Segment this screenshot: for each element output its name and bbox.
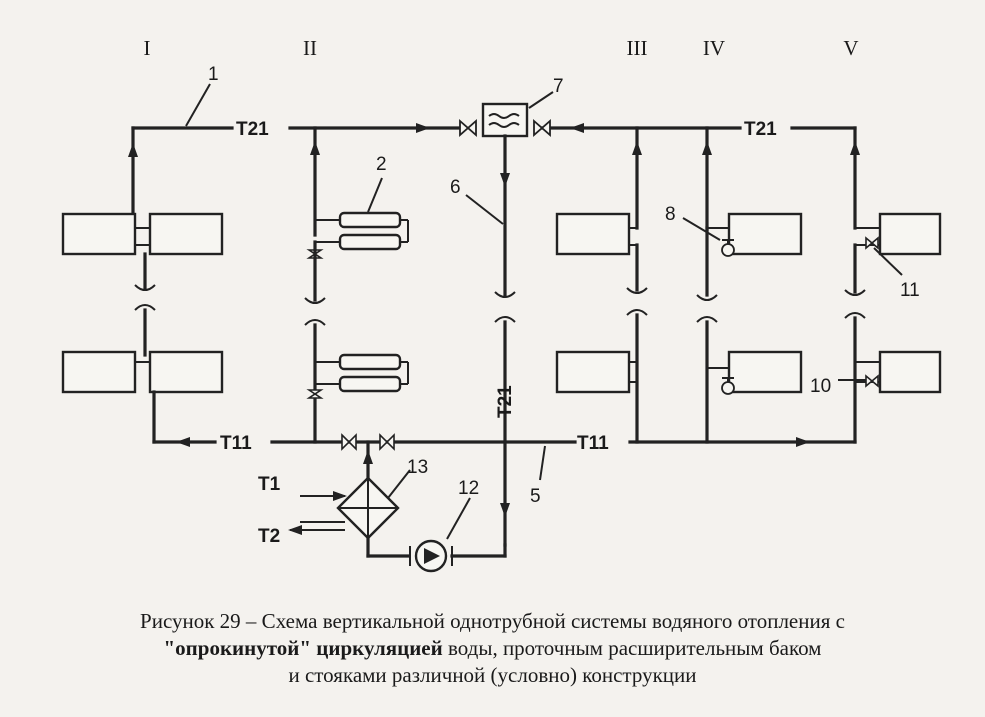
caption-line-2: "опрокинутой" циркуляцией воды, проточны… (40, 635, 945, 662)
pipe-label-t21-right: T21 (744, 119, 777, 140)
callout-12: 12 (458, 478, 479, 499)
convector (338, 353, 402, 371)
caption-line-2-rest: воды, проточным расширительным баком (442, 636, 822, 660)
central-downpipe: T21 (494, 134, 516, 547)
riser-5 (844, 126, 942, 444)
caption-bold-text: "опрокинутой" циркуляцией (163, 636, 443, 660)
riser-3 (555, 126, 648, 444)
callout-11: 11 (900, 280, 920, 301)
riser-label-5: V (843, 36, 858, 60)
callout-10: 10 (810, 376, 831, 397)
callout-13: 13 (407, 457, 428, 478)
caption-line-3: и стояками различной (условно) конструкц… (288, 663, 697, 687)
riser-label-1: I (144, 36, 151, 60)
valve-icon (865, 236, 879, 250)
callout-6: 6 (450, 177, 461, 198)
valve-icon (865, 374, 879, 388)
heat-exchanger: T1 T2 (258, 440, 400, 547)
valve-icon (306, 389, 324, 399)
radiator (878, 350, 942, 394)
callout-8: 8 (665, 204, 676, 225)
valve-icon (459, 119, 477, 137)
three-way-valve-icon (721, 381, 735, 395)
radiator (148, 350, 224, 394)
pipe-label-t11-right: T11 (577, 433, 609, 454)
pipe-label-t11-left: T11 (220, 433, 252, 454)
radiator (555, 212, 631, 256)
callout-1: 1 (208, 64, 219, 85)
expansion-tank (459, 102, 551, 138)
heating-system-diagram: I II III IV V T21 T21 T21 (61, 36, 942, 573)
pipe-label-t2: T2 (258, 526, 280, 547)
riser-label-4: IV (703, 36, 725, 60)
callouts: 1 2 5 6 7 8 10 11 12 13 (185, 64, 920, 540)
figure-caption: Рисунок 29 – Схема вертикальной однотруб… (40, 608, 945, 689)
radiator (727, 212, 803, 256)
callout-5: 5 (530, 486, 541, 507)
riser-2 (304, 126, 409, 444)
pipe-label-t21-vertical: T21 (495, 385, 516, 418)
radiator (727, 350, 803, 394)
riser-4 (696, 126, 803, 444)
radiator (148, 212, 224, 256)
circulation-pump (366, 536, 507, 573)
radiator (61, 350, 137, 394)
callout-7: 7 (553, 76, 564, 97)
valve-icon (341, 433, 357, 451)
radiator (878, 212, 942, 256)
convector (338, 211, 402, 229)
riser-label-2: II (303, 36, 317, 60)
valve-icon (379, 433, 395, 451)
riser-1 (61, 126, 224, 444)
radiator (61, 212, 137, 256)
convector (338, 233, 402, 251)
pipe-label-t21-left: T21 (236, 119, 269, 140)
pipe-label-t1: T1 (258, 474, 281, 495)
callout-2: 2 (376, 154, 387, 175)
radiator (555, 350, 631, 394)
convector (338, 375, 402, 393)
return-main-pipe: T11 T11 (152, 433, 857, 454)
caption-line-1: Рисунок 29 – Схема вертикальной однотруб… (140, 609, 845, 633)
three-way-valve-icon (721, 243, 735, 257)
valve-icon (533, 119, 551, 137)
riser-labels: I II III IV V (144, 36, 859, 60)
riser-label-3: III (627, 36, 648, 60)
